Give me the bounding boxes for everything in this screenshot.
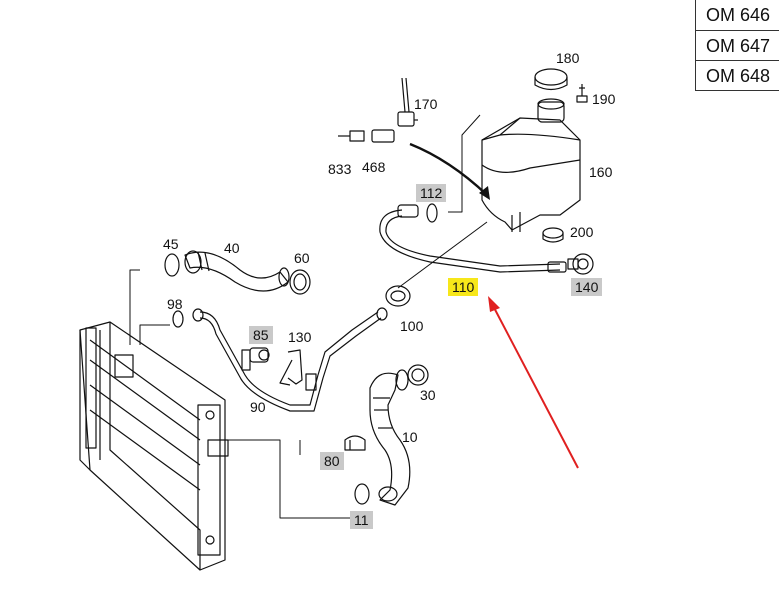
label-170: 170	[414, 96, 438, 112]
seal-ring-98	[172, 310, 184, 328]
clamp-140	[567, 253, 594, 275]
label-85: 85	[249, 326, 273, 344]
model-om648: OM 648	[696, 60, 779, 90]
label-40: 40	[224, 240, 240, 256]
lower-hose-10	[369, 369, 411, 506]
red-highlight-arrow	[489, 299, 579, 469]
label-180: 180	[556, 50, 580, 66]
tank-cap-180	[534, 68, 568, 91]
pointer-arrow	[409, 142, 488, 196]
label-112: 112	[416, 184, 447, 202]
model-om646: OM 646	[705, 5, 771, 25]
seal-ring-45	[164, 253, 180, 277]
leader-lines	[129, 114, 488, 519]
engine-model-table: OM 646 OM 647 OM 648	[695, 0, 779, 91]
label-60: 60	[294, 250, 310, 266]
coolant-line-90	[192, 307, 388, 412]
label-10: 10	[402, 429, 418, 445]
rubber-mount-200	[542, 227, 564, 243]
label-130: 130	[288, 329, 312, 345]
radiator	[79, 321, 229, 571]
bolt-190	[576, 84, 588, 103]
seal-ring-11	[354, 483, 370, 505]
label-190: 190	[592, 91, 616, 107]
connector-468	[371, 129, 395, 143]
clip-80	[344, 435, 366, 451]
label-110-highlighted: 110	[448, 278, 479, 296]
label-833: 833	[328, 161, 352, 177]
label-100: 100	[400, 318, 424, 334]
label-90: 90	[250, 399, 266, 415]
label-45: 45	[163, 236, 179, 252]
vent-hose-110	[379, 204, 567, 273]
label-80: 80	[320, 452, 344, 470]
bracket-130	[279, 349, 303, 386]
pointer-arrow-head	[479, 186, 490, 200]
label-98: 98	[167, 296, 183, 312]
hose-clamp-60	[289, 269, 311, 295]
hose-clamp-100	[385, 285, 411, 307]
model-om647: OM 647	[696, 30, 779, 60]
seal-ring-112	[426, 203, 438, 223]
plug-833	[338, 130, 365, 142]
label-11: 11	[350, 511, 373, 529]
level-sensor-170	[397, 77, 418, 127]
hose-clamp-30	[407, 364, 429, 386]
label-30: 30	[420, 387, 436, 403]
expansion-tank-160	[481, 98, 581, 232]
red-highlight-arrow-head	[488, 296, 500, 312]
label-160: 160	[589, 164, 613, 180]
bracket-85	[249, 347, 270, 363]
upper-hose-40	[184, 250, 290, 292]
label-200: 200	[570, 224, 594, 240]
label-140: 140	[571, 278, 603, 296]
label-468: 468	[362, 159, 386, 175]
